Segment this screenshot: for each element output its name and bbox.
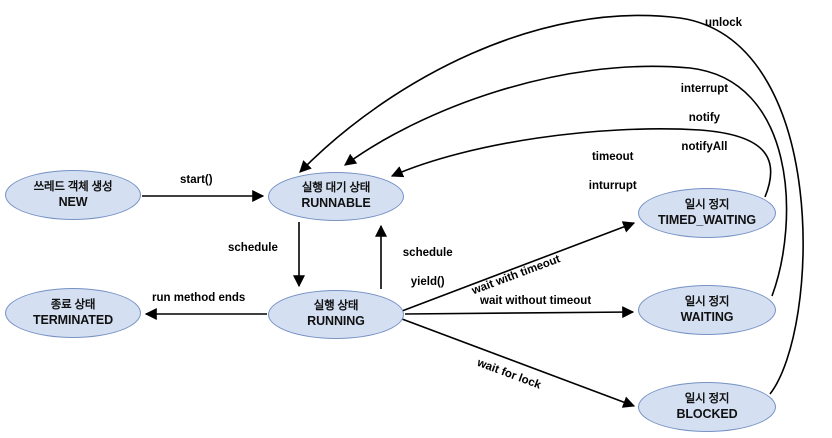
state-node-terminated[interactable]: 종료 상태 TERMINATED [5,288,141,338]
state-label-main-waiting: WAITING [680,309,734,324]
edge-timeout-interrupt [390,128,772,198]
state-node-new[interactable]: 쓰레드 객체 생성 NEW [5,170,141,220]
edge-wait-with-timeout [401,221,636,312]
edge-label-unlock: unlock [705,17,743,29]
edge-label-interrupt-notify: interrupt notify notifyAll [668,68,728,169]
edge-label-schedule-yield-line2: yield() [410,276,445,289]
state-label-sub-blocked: 일시 정지 [684,392,730,405]
edge-label-interrupt-line3: notifyAll [681,140,728,153]
state-label-main-timed-waiting: TIMED_WAITING [657,212,756,227]
state-label-sub-new: 쓰레드 객체 생성 [33,180,113,193]
edge-unlock [299,14,804,395]
edge-label-schedule-yield: schedule yield() [390,232,453,304]
state-label-sub-waiting: 일시 정지 [684,295,730,308]
edge-label-schedule: schedule [228,242,278,254]
edge-interrupt-notify [344,65,788,297]
state-label-main-runnable: RUNNABLE [301,196,371,211]
edge-label-timeout-line2: inturrupt [588,180,637,193]
state-label-main-blocked: BLOCKED [676,406,738,421]
state-label-main-running: RUNNING [307,314,365,329]
state-node-waiting[interactable]: 일시 정지 WAITING [638,285,776,335]
edge-label-wait-without-timeout: wait without timeout [480,295,592,307]
edge-label-run-method-ends: run method ends [152,292,246,304]
state-node-running[interactable]: 실행 상태 RUNNING [268,290,404,339]
state-label-main-terminated: TERMINATED [32,312,113,327]
edge-label-schedule-yield-line1: schedule [402,247,453,260]
edge-wait-for-lock [401,318,636,408]
edge-label-timeout-interrupt: timeout inturrupt [576,136,637,208]
state-node-runnable[interactable]: 실행 대기 상태 RUNNABLE [268,172,404,221]
edge-label-start: start() [180,174,213,186]
state-label-sub-timed-waiting: 일시 정지 [684,198,730,211]
edge-label-interrupt-line2: notify [688,112,721,125]
edge-label-timeout-line1: timeout [591,151,634,164]
state-label-sub-runnable: 실행 대기 상태 [301,182,371,195]
edge-wait-without-timeout [404,306,635,319]
state-label-sub-terminated: 종료 상태 [50,298,96,311]
state-node-blocked[interactable]: 일시 정지 BLOCKED [638,382,776,432]
state-label-sub-running: 실행 상태 [313,300,359,313]
state-label-main-new: NEW [58,194,88,209]
state-node-timed-waiting[interactable]: 일시 정지 TIMED_WAITING [638,188,776,238]
edge-label-interrupt-line1: interrupt [680,83,729,96]
